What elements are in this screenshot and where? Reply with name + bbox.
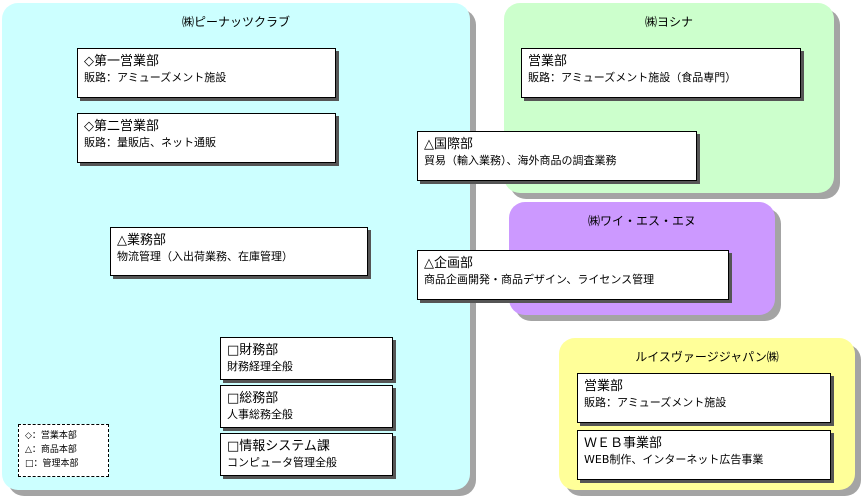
dept-web-desc: WEB制作、インターネット広告事業 — [584, 453, 764, 466]
dept-sales1-desc: 販路：アミューズメント施設 — [84, 71, 227, 84]
legend-sales: ◇：営業本部 — [25, 431, 77, 441]
dept-louis-sales-desc: 販路：アミューズメント施設 — [584, 396, 727, 409]
dept-general: □総務部 人事総務全般 — [220, 385, 393, 428]
dept-finance: □財務部 財務経理全般 — [220, 337, 393, 380]
dept-yoshina-sales-desc: 販路：アミューズメント施設（食品専門） — [528, 71, 737, 84]
company-title-wies: ㈱ワイ・エス・エヌ — [587, 214, 696, 228]
dept-louis-sales: 営業部 販路：アミューズメント施設 — [577, 373, 831, 423]
dept-web: ＷＥＢ事業部 WEB制作、インターネット広告事業 — [577, 430, 831, 480]
dept-planning-desc: 商品企画開発・商品デザイン、ライセンス管理 — [424, 273, 655, 286]
company-title-peanuts: ㈱ピーナッツクラブ — [181, 15, 290, 29]
dept-planning: △企画部 商品企画開発・商品デザイン、ライセンス管理 — [417, 250, 729, 300]
dept-it-desc: コンピュータ管理全般 — [227, 456, 337, 469]
dept-it: □情報システム課 コンピュータ管理全般 — [220, 433, 393, 476]
dept-planning-title: △企画部 — [424, 256, 473, 271]
dept-business: △業務部 物流管理（入出荷業務、在庫管理） — [110, 227, 368, 276]
company-title-louis: ルイスヴァージジャパン㈱ — [635, 350, 779, 364]
dept-sales2-title: ◇第二営業部 — [84, 119, 159, 134]
dept-yoshina-sales: 営業部 販路：アミューズメント施設（食品専門） — [521, 48, 801, 98]
legend-product: △：商品本部 — [25, 445, 77, 455]
dept-finance-title: □財務部 — [227, 343, 279, 358]
dept-international-title: △国際部 — [424, 137, 473, 152]
dept-sales2-desc: 販路：量販店、ネット通販 — [84, 136, 216, 149]
legend-admin: □：管理本部 — [25, 459, 79, 469]
legend: ◇：営業本部 △：商品本部 □：管理本部 — [18, 424, 109, 477]
dept-international: △国際部 貿易（輸入業務）、海外商品の調査業務 — [417, 131, 697, 181]
dept-web-title: ＷＥＢ事業部 — [584, 436, 663, 451]
dept-yoshina-sales-title: 営業部 — [528, 54, 568, 69]
dept-general-desc: 人事総務全般 — [227, 408, 293, 421]
dept-business-title: △業務部 — [117, 233, 166, 248]
dept-business-desc: 物流管理（入出荷業務、在庫管理） — [117, 250, 293, 263]
dept-finance-desc: 財務経理全般 — [227, 360, 293, 373]
dept-louis-sales-title: 営業部 — [584, 379, 624, 394]
dept-sales1: ◇第一営業部 販路：アミューズメント施設 — [77, 48, 336, 98]
dept-international-desc: 貿易（輸入業務）、海外商品の調査業務 — [424, 154, 617, 167]
dept-general-title: □総務部 — [227, 391, 279, 406]
dept-sales2: ◇第二営業部 販路：量販店、ネット通販 — [77, 113, 336, 163]
dept-it-title: □情報システム課 — [227, 439, 330, 454]
dept-sales1-title: ◇第一営業部 — [84, 54, 159, 69]
company-title-yoshina: ㈱ヨシナ — [644, 15, 693, 29]
